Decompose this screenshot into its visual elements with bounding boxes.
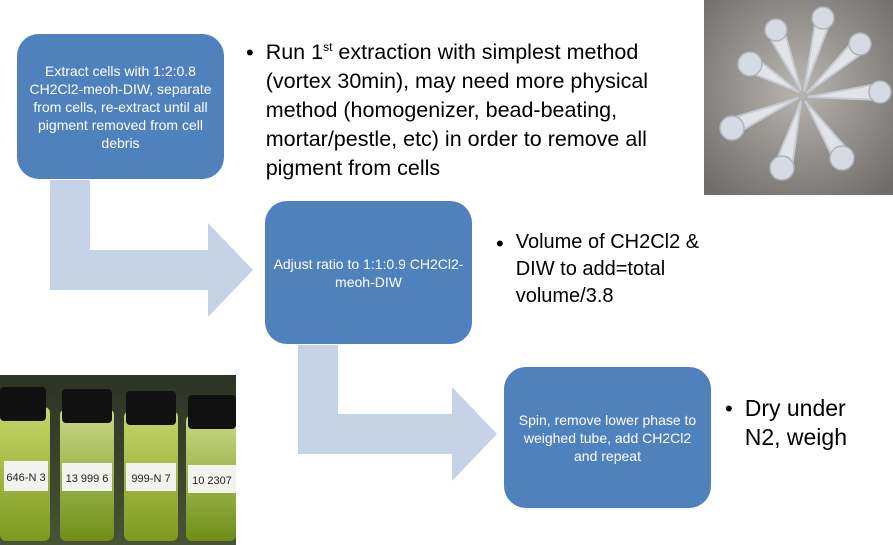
vial-4: 10 2307 [186, 395, 236, 541]
step-extract-cells: Extract cells with 1:2:0.8 CH2Cl2-meoh-D… [17, 34, 224, 179]
photo-microcentrifuge-tubes [704, 0, 893, 195]
vials-image: 646-N 3 13 999 6 999-N 7 10 2307 [0, 375, 236, 545]
step-adjust-ratio: Adjust ratio to 1:1:0.9 CH2Cl2-meoh-DIW [265, 201, 472, 344]
note-superscript: st [323, 39, 333, 54]
arrow-step1-to-step2 [50, 180, 253, 317]
tubes-image [704, 0, 893, 195]
note-dry: • Dry under N2, weigh [725, 394, 885, 452]
bullet-dot: • [246, 40, 254, 65]
note-first-extraction-text: Run 1st extraction with simplest method … [266, 38, 686, 183]
vial-2: 13 999 6 [60, 389, 114, 541]
bullet-dot: • [725, 396, 733, 421]
note-text-part: Run 1 [265, 40, 324, 64]
note-dry-text: Dry under N2, weigh [744, 395, 847, 450]
step-extract-cells-text: Extract cells with 1:2:0.8 CH2Cl2-meoh-D… [29, 62, 212, 151]
vial-4-label: 10 2307 [192, 475, 232, 487]
vial-2-label: 13 999 6 [66, 473, 109, 485]
step-spin-remove-text: Spin, remove lower phase to weighed tube… [518, 411, 697, 464]
note-volume-text: Volume of CH2Cl2 & DIW to add=total volu… [515, 231, 700, 307]
vial-3: 999-N 7 [124, 391, 178, 541]
vial-1: 646-N 3 [0, 387, 50, 541]
vial-1-label: 646-N 3 [6, 472, 45, 484]
photo-pigment-vials: 646-N 3 13 999 6 999-N 7 10 2307 [0, 375, 236, 545]
bullet-dot: • [496, 231, 504, 256]
note-first-extraction: • Run 1st extraction with simplest metho… [246, 38, 686, 183]
step-adjust-ratio-text: Adjust ratio to 1:1:0.9 CH2Cl2-meoh-DIW [273, 255, 464, 290]
step-spin-remove: Spin, remove lower phase to weighed tube… [504, 367, 711, 508]
vial-3-label: 999-N 7 [131, 473, 170, 485]
note-volume: • Volume of CH2Cl2 & DIW to add=total vo… [496, 229, 736, 310]
arrow-step2-to-step3 [298, 345, 497, 481]
note-text-part: extraction with simplest method (vortex … [265, 40, 649, 180]
